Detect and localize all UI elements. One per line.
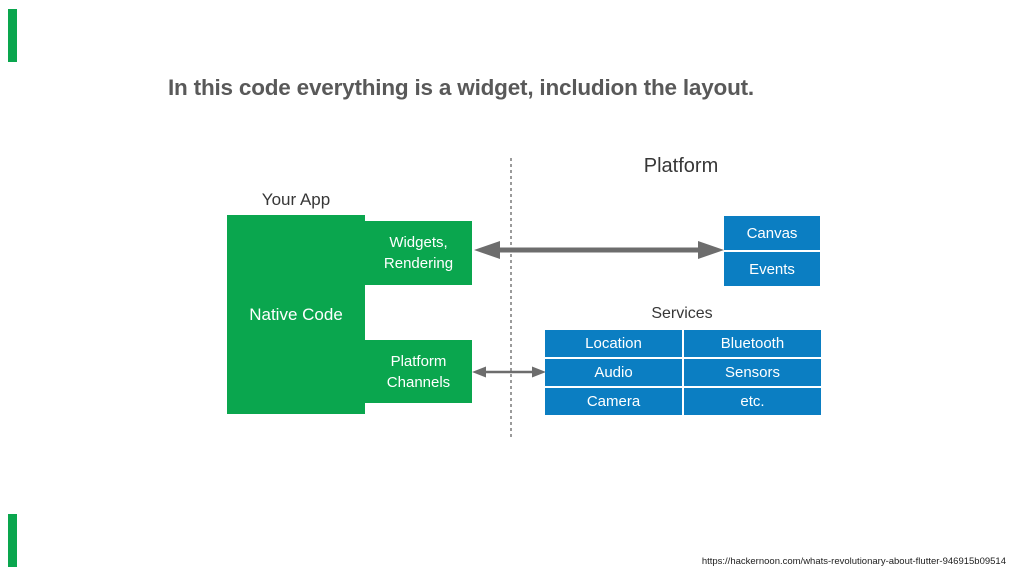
services-label: Services [651,305,713,322]
footer-url: https://hackernoon.com/whats-revolutiona… [701,556,1006,567]
service-cell-sensors: Sensors [684,359,821,386]
service-cell-etc: etc. [684,388,821,415]
page-title: In this code everything is a widget, inc… [168,75,754,100]
double-arrow-channels-services-icon [472,366,546,378]
events-box: Events [724,252,820,286]
widgets-line2: Rendering [383,255,454,272]
platform-label: Platform [643,155,719,177]
widgets-line1: Widgets, [389,234,448,251]
services-table: Location Bluetooth Audio Sensors Camera … [545,330,821,415]
service-cell-location: Location [545,330,682,357]
your-app-label: Your App [261,190,331,209]
dashed-separator-line [510,158,512,438]
decorative-green-bar-top-left [8,9,17,62]
service-cell-camera: Camera [545,388,682,415]
native-code-box: Native Code [227,215,365,414]
widgets-rendering-box: Widgets, Rendering [365,221,472,285]
double-arrow-widgets-platform-icon [474,241,724,259]
channels-line1: Platform [390,352,447,370]
service-cell-bluetooth: Bluetooth [684,330,821,357]
native-code-label: Native Code [249,304,343,324]
service-cell-audio: Audio [545,359,682,386]
decorative-green-bar-bottom-left [8,514,17,567]
canvas-label: Canvas [746,224,798,242]
canvas-box: Canvas [724,216,820,250]
events-label: Events [749,260,795,278]
channels-line2: Channels [386,373,451,391]
platform-channels-box: Platform Channels [365,340,472,403]
